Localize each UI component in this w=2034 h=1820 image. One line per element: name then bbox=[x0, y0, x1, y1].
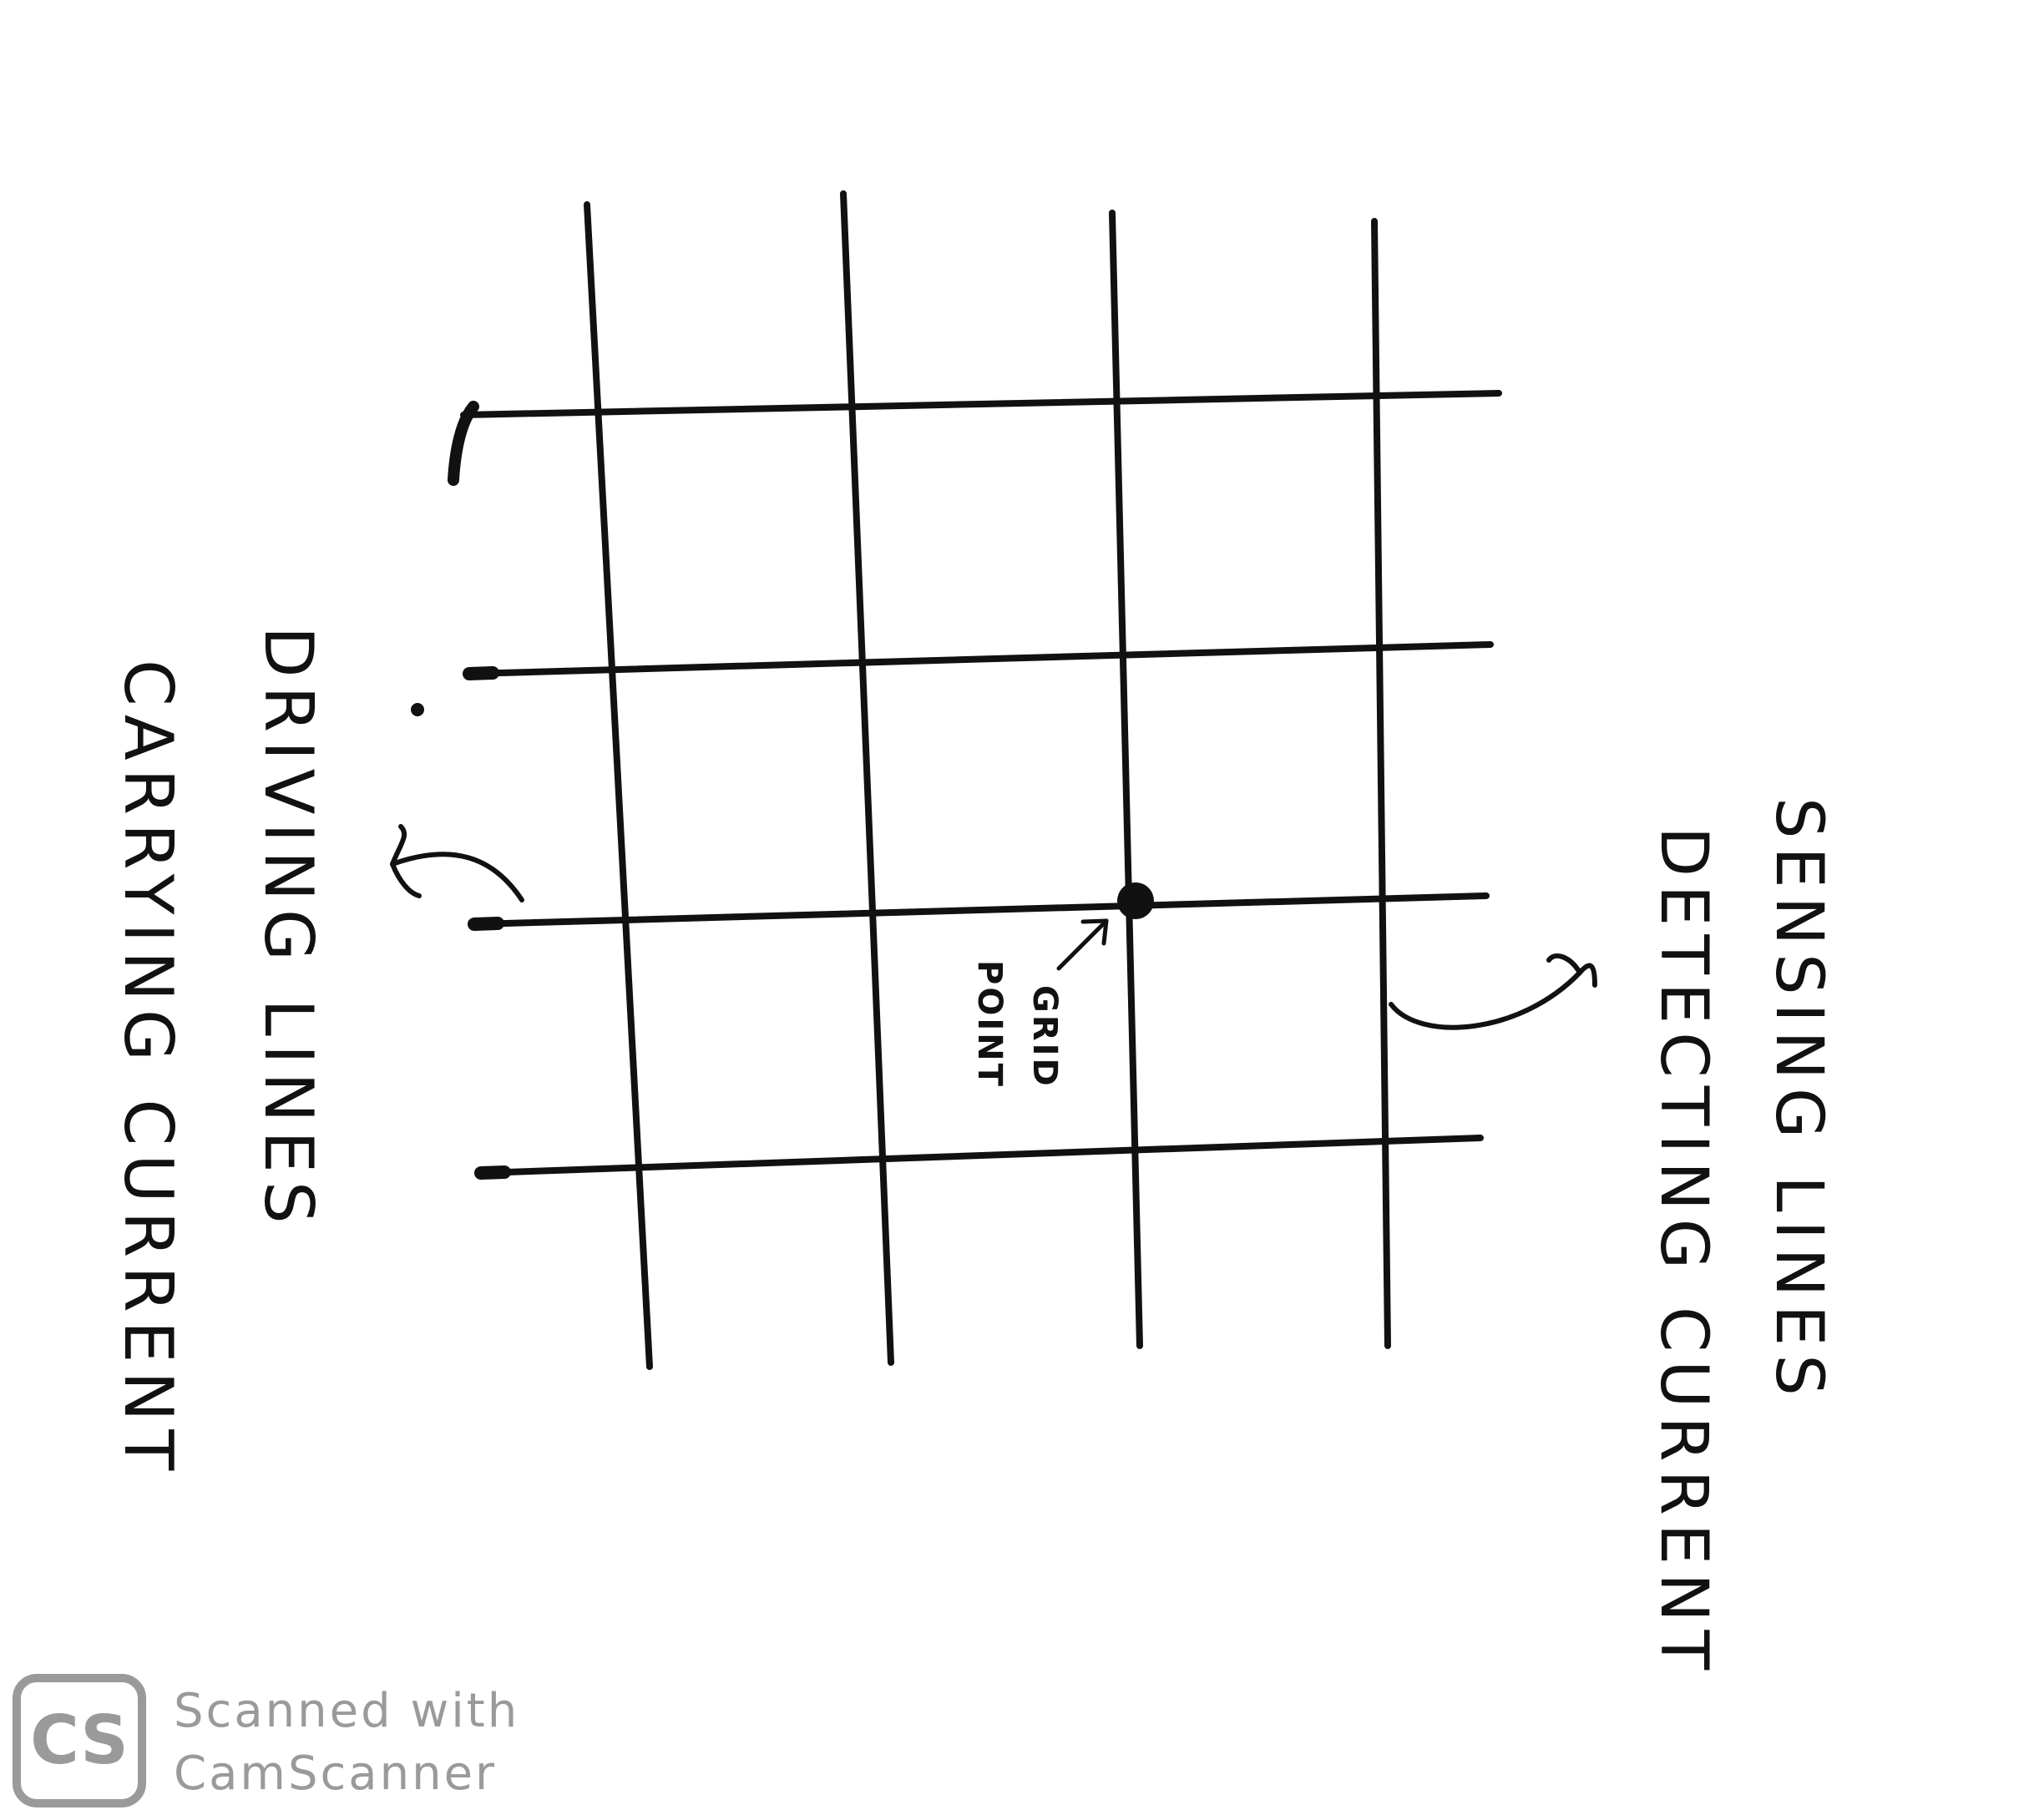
ink-dot bbox=[411, 703, 424, 716]
camscanner-watermark: CS Scanned with CamScanner bbox=[13, 1674, 519, 1807]
sensing-arrow bbox=[1389, 953, 1597, 1030]
grid-point-label-point: POINT bbox=[970, 960, 1009, 1089]
sensing-lines bbox=[584, 190, 1391, 1370]
driving-line-end bbox=[474, 1165, 511, 1180]
driving-arrow bbox=[390, 824, 524, 902]
sensing-line bbox=[840, 190, 894, 1366]
watermark-line2: CamScanner bbox=[174, 1747, 497, 1801]
watermark-line1: Scanned with bbox=[174, 1684, 519, 1738]
grid-point-label-grid: GRID bbox=[1025, 985, 1064, 1089]
driving-line-ends bbox=[448, 401, 511, 1180]
grid-point-marker bbox=[1117, 882, 1154, 919]
driving-lines-label: DRIVING LINES bbox=[250, 626, 327, 1232]
carrying-current-label: CARRYING CURRENT bbox=[109, 660, 187, 1479]
driving-line bbox=[460, 390, 1502, 418]
camscanner-logo-text: CS bbox=[30, 1701, 129, 1779]
detecting-current-label: DETECTING CURRENT bbox=[1646, 827, 1721, 1678]
driving-line-end bbox=[448, 401, 479, 486]
sensing-line bbox=[1371, 218, 1391, 1349]
grid-point-arrow bbox=[1056, 918, 1109, 971]
driving-line-end bbox=[468, 917, 504, 931]
sensing-lines-label: SENSING LINES bbox=[1761, 797, 1836, 1404]
sensing-line bbox=[584, 201, 653, 1370]
sensing-line bbox=[1109, 210, 1143, 1349]
driving-line bbox=[473, 892, 1490, 928]
driving-lines bbox=[460, 390, 1502, 1176]
camscanner-logo-icon bbox=[13, 1674, 146, 1807]
driving-line bbox=[468, 641, 1494, 677]
driving-line bbox=[479, 1135, 1484, 1176]
driving-line-end bbox=[463, 666, 499, 680]
